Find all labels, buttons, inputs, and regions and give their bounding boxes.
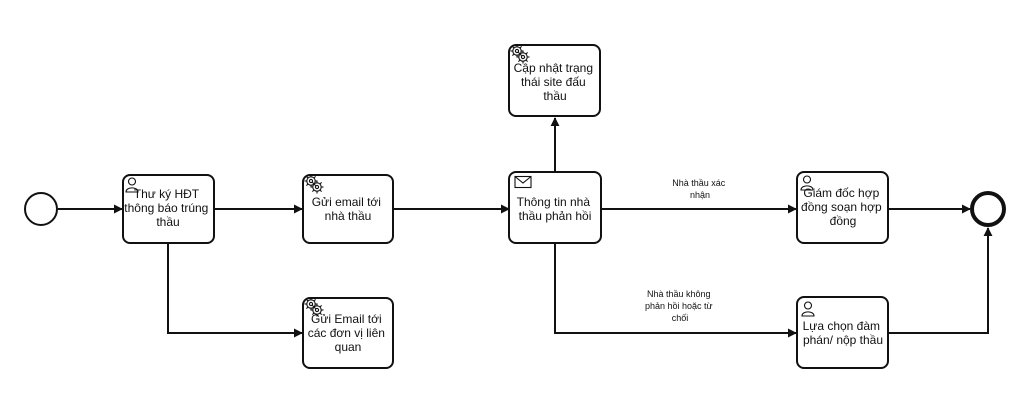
flow-label-xac-nhan: Nhà thầu xác nhận bbox=[672, 178, 728, 200]
task-label-line: Lựa chọn đàm bbox=[803, 319, 880, 333]
task-thong-tin-nha-thau[interactable]: Thông tin nhà thầu phản hồi bbox=[508, 171, 602, 244]
task-thu-ky-hdt[interactable]: Thư ký HĐT thông báo trúng thầu bbox=[122, 174, 215, 244]
task-label-line: thầu bbox=[156, 215, 179, 229]
task-label: Thư ký HĐT thông báo trúng thầu bbox=[124, 187, 211, 229]
task-label-line: phán/ nộp thầu bbox=[803, 333, 883, 347]
task-gui-email-nha-thau[interactable]: Gửi email tới nhà thầu bbox=[302, 173, 394, 244]
task-label: Gửi Email tới các đơn vị liên quan bbox=[308, 312, 389, 354]
task-label-line: Thư ký HĐT bbox=[134, 187, 200, 201]
task-label-line: đồng soạn hợp bbox=[801, 200, 882, 214]
task-label-line: Giám đốc hợp bbox=[803, 186, 879, 200]
flow-thu-ky-to-gui-email-don-vi bbox=[167, 243, 303, 338]
task-label-line: thầu bbox=[543, 89, 566, 103]
task-label: Cập nhật trạng thái site đấu thầu bbox=[514, 61, 597, 103]
flow-label-line: phản hồi hoặc từ bbox=[645, 301, 713, 311]
flow-label-line: chối bbox=[672, 313, 689, 323]
task-giam-doc-hop-dong[interactable]: Giám đốc hợp đồng soạn hợp đồng bbox=[796, 171, 889, 244]
task-gui-email-don-vi[interactable]: Gửi Email tới các đơn vị liên quan bbox=[302, 296, 394, 369]
task-lua-chon-dam-phan[interactable]: Lựa chọn đàm phán/ nộp thầu bbox=[796, 296, 889, 369]
task-label-line: thái site đấu bbox=[521, 75, 586, 89]
task-label-line: Thông tin nhà bbox=[517, 195, 591, 209]
end-event[interactable] bbox=[970, 191, 1006, 227]
flow-lua-chon-to-end bbox=[888, 227, 993, 334]
task-label-line: nhà thầu bbox=[325, 209, 372, 223]
flow-thong-tin-to-lua-chon bbox=[554, 243, 797, 338]
task-label: Thông tin nhà thầu phản hồi bbox=[517, 195, 594, 223]
task-cap-nhat-trang-thai[interactable]: Cập nhật trạng thái site đấu thầu bbox=[508, 43, 601, 117]
task-label-line: thông báo trúng bbox=[124, 201, 208, 215]
task-label-line: Gửi email tới bbox=[312, 195, 381, 209]
task-label-line: Cập nhật trạng bbox=[514, 61, 593, 75]
task-label-line: đồng bbox=[830, 214, 857, 228]
task-label-line: thầu phản hồi bbox=[519, 209, 592, 223]
start-event[interactable] bbox=[24, 192, 58, 226]
flow-label-line: Nhà thầu không bbox=[647, 289, 711, 299]
flow-label-khong-phan-hoi: Nhà thầu không phản hồi hoặc từ chối bbox=[645, 289, 715, 323]
flow-label-line: Nhà thầu xác bbox=[672, 178, 726, 188]
task-label-line: các đơn vị liên bbox=[308, 326, 385, 340]
task-label-line: quan bbox=[335, 340, 362, 354]
task-label: Lựa chọn đàm phán/ nộp thầu bbox=[803, 319, 884, 347]
flow-label-line: nhận bbox=[690, 190, 710, 200]
task-label: Gửi email tới nhà thầu bbox=[312, 195, 385, 223]
task-label: Giám đốc hợp đồng soạn hợp đồng bbox=[801, 186, 885, 228]
task-label-line: Gửi Email tới bbox=[311, 312, 382, 326]
